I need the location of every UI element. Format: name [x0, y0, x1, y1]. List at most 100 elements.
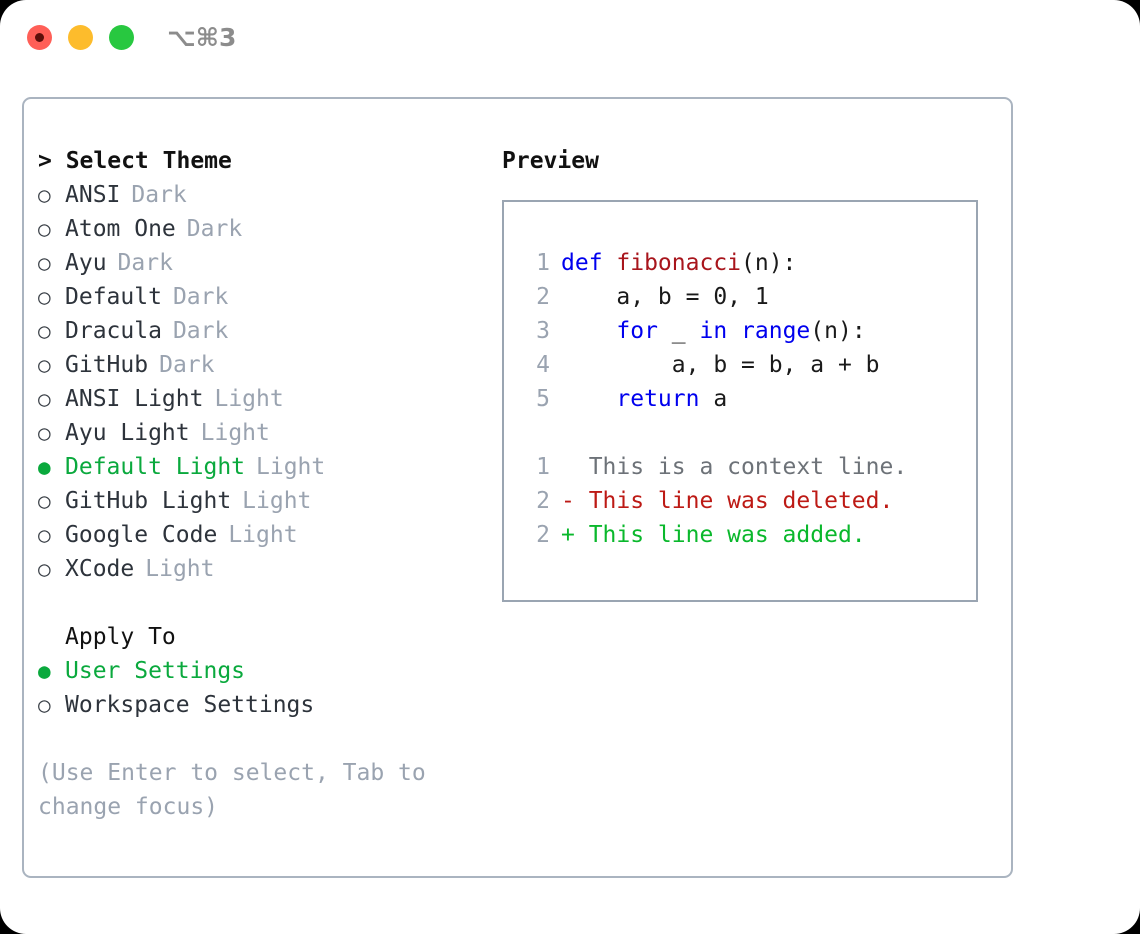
line-number: 1 [536, 250, 550, 276]
theme-category-tag: Dark [159, 352, 215, 378]
theme-option[interactable]: ○ XCode Light [38, 552, 488, 586]
maximize-button[interactable] [109, 25, 134, 50]
theme-category-tag: Dark [131, 182, 187, 208]
theme-option-label: Default [65, 284, 162, 310]
theme-option[interactable]: ○ Google Code Light [38, 518, 488, 552]
theme-category-tag: Light [242, 488, 312, 514]
radio-unselected-icon: ○ [38, 353, 51, 377]
theme-option-label: ANSI Light [65, 386, 204, 412]
diff-line: 2 - This line was deleted. [524, 484, 976, 518]
line-number: 2 [536, 284, 550, 310]
line-number: 2 [536, 488, 550, 514]
keyboard-hint-text: (Use Enter to select, Tab to change focu… [38, 760, 440, 820]
apply-to-list[interactable]: ● User Settings ○ Workspace Settings [38, 654, 488, 722]
radio-unselected-icon: ○ [38, 319, 51, 343]
theme-option-label: ANSI [65, 182, 121, 208]
code-token: _ [657, 318, 700, 344]
apply-to-heading: Apply To [65, 624, 176, 650]
code-line-text: a, b = 0, 1 [561, 280, 769, 314]
minimize-button[interactable] [68, 25, 93, 50]
line-number: 3 [536, 318, 550, 344]
code-line: 4 a, b = b, a + b [524, 348, 976, 382]
code-line-text: return a [561, 382, 727, 416]
theme-option[interactable]: ○ ANSI Dark [38, 178, 488, 212]
theme-category-tag: Dark [186, 216, 243, 242]
code-token: in [699, 318, 728, 344]
radio-unselected-icon: ○ [38, 693, 51, 717]
theme-option[interactable]: ○ Atom One Dark [38, 212, 488, 246]
apply-scope-option-label: User Settings [65, 658, 246, 684]
theme-option-label: GitHub Light [65, 488, 232, 514]
code-token: a, b = 0, 1 [561, 284, 769, 310]
preview-heading: Preview [502, 148, 599, 174]
theme-category-tag: Light [256, 454, 326, 480]
theme-option[interactable]: ○ ANSI Light Light [38, 382, 488, 416]
code-token: a [699, 386, 728, 412]
theme-category-tag: Light [145, 556, 215, 582]
theme-option-label: XCode [65, 556, 135, 582]
code-token: a, b = b, a + b [561, 352, 880, 378]
radio-unselected-icon: ○ [38, 183, 51, 207]
theme-category-tag: Dark [172, 284, 229, 310]
radio-unselected-icon: ○ [38, 523, 51, 547]
select-theme-heading: > Select Theme [38, 148, 232, 174]
theme-category-tag: Dark [172, 318, 229, 344]
theme-category-tag: Dark [117, 250, 173, 276]
radio-selected-icon: ● [38, 455, 51, 479]
theme-option[interactable]: ○ GitHub Light Light [38, 484, 488, 518]
line-number: 2 [536, 522, 550, 548]
diff-line-text: This is a context line. [561, 454, 908, 480]
code-token: range [741, 318, 811, 344]
theme-option-label: Google Code [65, 522, 218, 548]
apply-scope-option[interactable]: ● User Settings [38, 654, 488, 688]
radio-unselected-icon: ○ [38, 285, 51, 309]
theme-option-label: Atom One [65, 216, 176, 242]
apply-scope-option-label: Workspace Settings [65, 692, 315, 718]
code-token: (n): [810, 318, 866, 344]
code-token: def [561, 250, 617, 276]
theme-category-tag: Light [200, 420, 270, 446]
title-bar: ⌥⌘3 [0, 0, 1140, 78]
theme-option-label: Ayu Light [65, 420, 190, 446]
radio-unselected-icon: ○ [38, 489, 51, 513]
radio-unselected-icon: ○ [38, 217, 51, 241]
code-line-text: for _ in range(n): [561, 314, 866, 348]
code-token [727, 318, 741, 344]
diff-sample: 1 This is a context line. 2 - This line wa… [524, 450, 976, 552]
diff-line: 2 + This line was added. [524, 518, 976, 552]
diff-line-text: + This line was added. [561, 522, 866, 548]
radio-unselected-icon: ○ [38, 557, 51, 581]
theme-category-tag: Light [228, 522, 298, 548]
theme-option-label: GitHub [65, 352, 149, 378]
code-token [561, 386, 616, 412]
code-line: 3 for _ in range(n): [524, 314, 976, 348]
keyboard-shortcut-label: ⌥⌘3 [167, 23, 237, 52]
code-line-text: a, b = b, a + b [561, 348, 880, 382]
theme-category-tag: Light [214, 386, 284, 412]
radio-selected-icon: ● [38, 659, 51, 683]
diff-line: 1 This is a context line. [524, 450, 976, 484]
code-token: (n): [741, 250, 797, 276]
radio-unselected-icon: ○ [38, 387, 51, 411]
list-spacer [38, 586, 488, 620]
close-button[interactable] [27, 25, 52, 50]
theme-option[interactable]: ○ GitHub Dark [38, 348, 488, 382]
diff-line-text: - This line was deleted. [561, 488, 894, 514]
window-controls [27, 25, 134, 50]
apply-scope-option[interactable]: ○ Workspace Settings [38, 688, 488, 722]
code-token: for [616, 318, 658, 344]
line-number: 5 [536, 386, 550, 412]
theme-option[interactable]: ○ Default Dark [38, 280, 488, 314]
